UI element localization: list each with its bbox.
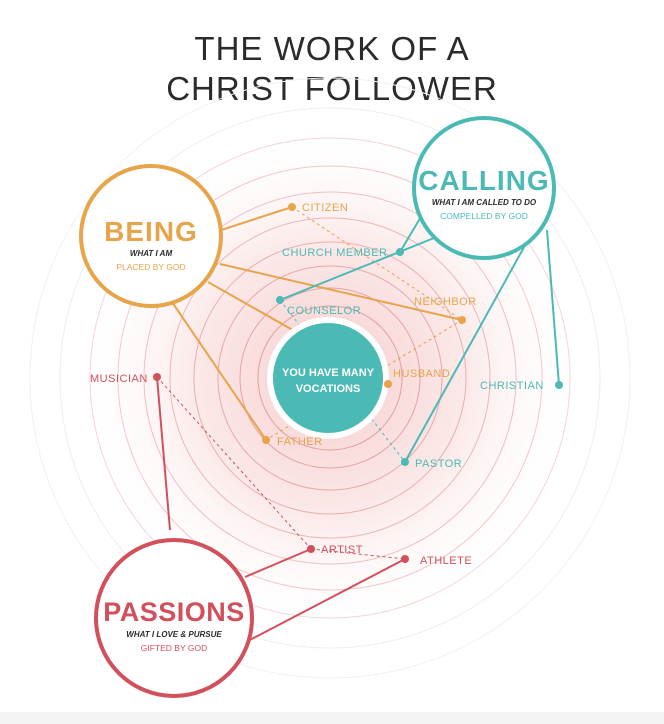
node-dot-musician <box>153 373 161 381</box>
node-dot-christian <box>555 381 563 389</box>
vocation-label-pastor: PASTOR <box>415 458 462 470</box>
category-calling: CALLING WHAT I AM CALLED TO DO COMPELLED… <box>412 116 556 260</box>
connector-being-citizen <box>214 206 293 233</box>
connector-being-father <box>171 301 267 441</box>
vocation-label-church-member: CHURCH MEMBER <box>282 247 388 259</box>
dotted-line-artist-athlete <box>310 548 406 560</box>
title-line-1: THE WORK OF A <box>194 30 470 67</box>
being-circle <box>79 164 223 308</box>
vocation-label-christian: CHRISTIAN <box>480 380 544 392</box>
node-dot-church-member <box>396 248 404 256</box>
node-dot-artist <box>307 545 315 553</box>
category-passions: PASSIONS WHAT I LOVE & PURSUE GIFTED BY … <box>94 538 254 698</box>
passions-title: PASSIONS <box>103 597 245 627</box>
center-node: YOU HAVE MANY VOCATIONS <box>267 317 389 439</box>
ring <box>169 217 491 539</box>
dotted-line-musician-artist <box>156 376 312 550</box>
passions-circle <box>94 538 254 698</box>
vocation-label-neighbor: NEIGHBOR <box>414 296 477 308</box>
ring <box>193 241 467 515</box>
ring <box>117 165 543 591</box>
vocation-label-musician: MUSICIAN <box>90 373 148 385</box>
category-being: BEING WHAT I AM PLACED BY GOD <box>79 164 223 308</box>
ring <box>257 305 403 451</box>
vocation-label-artist: ARTIST <box>321 544 363 556</box>
bottom-strip <box>0 712 664 724</box>
vocation-label-father: FATHER <box>277 436 323 448</box>
title-line-2: CHRIST FOLLOWER <box>166 70 498 107</box>
ring <box>59 107 601 649</box>
vocation-label-citizen: CITIZEN <box>302 202 348 214</box>
passions-subtitle: WHAT I LOVE & PURSUE <box>126 630 222 639</box>
calling-title: CALLING <box>418 165 549 196</box>
node-dot-citizen <box>288 203 296 211</box>
connector-calling-christian <box>546 229 560 386</box>
connector-passions-athlete <box>245 558 406 643</box>
ring <box>143 191 517 565</box>
connector-passions-artist <box>244 548 312 578</box>
ring <box>89 137 571 619</box>
passions-tagline: GIFTED BY GOD <box>141 643 207 653</box>
vocation-label-counselor: COUNSELOR <box>287 305 361 317</box>
being-subtitle: WHAT I AM <box>130 249 173 258</box>
dotted-line-citizen-neighbor <box>291 206 463 321</box>
center-circle <box>273 323 383 433</box>
node-dot-athlete <box>401 555 409 563</box>
center-label-line-2: VOCATIONS <box>296 383 361 395</box>
connector-calling-counselor <box>279 237 435 301</box>
node-dot-father <box>262 436 270 444</box>
connector-calling-pastor <box>404 239 529 463</box>
vocation-label-athlete: ATHLETE <box>420 555 472 567</box>
connector-being-neighbor <box>219 263 463 321</box>
being-tagline: PLACED BY GOD <box>116 262 185 272</box>
ring <box>29 77 631 679</box>
center-label-line-1: YOU HAVE MANY <box>282 367 375 379</box>
connector-calling-churchmember <box>399 214 423 253</box>
vocation-nodes: CITIZEN NEIGHBOR HUSBAND FATHER CHURCH M… <box>90 202 563 567</box>
calling-circle <box>412 116 556 260</box>
node-dot-neighbor <box>458 316 466 324</box>
node-dot-pastor <box>401 458 409 466</box>
node-dot-husband <box>384 380 392 388</box>
vocation-label-husband: HUSBAND <box>393 368 450 380</box>
node-dot-counselor <box>276 296 284 304</box>
calling-tagline: COMPELLED BY GOD <box>440 211 528 221</box>
calling-subtitle: WHAT I AM CALLED TO DO <box>432 198 537 207</box>
ring <box>217 265 443 491</box>
being-title: BEING <box>104 216 198 247</box>
connector-passions-musician <box>156 376 171 531</box>
ring <box>239 287 421 469</box>
